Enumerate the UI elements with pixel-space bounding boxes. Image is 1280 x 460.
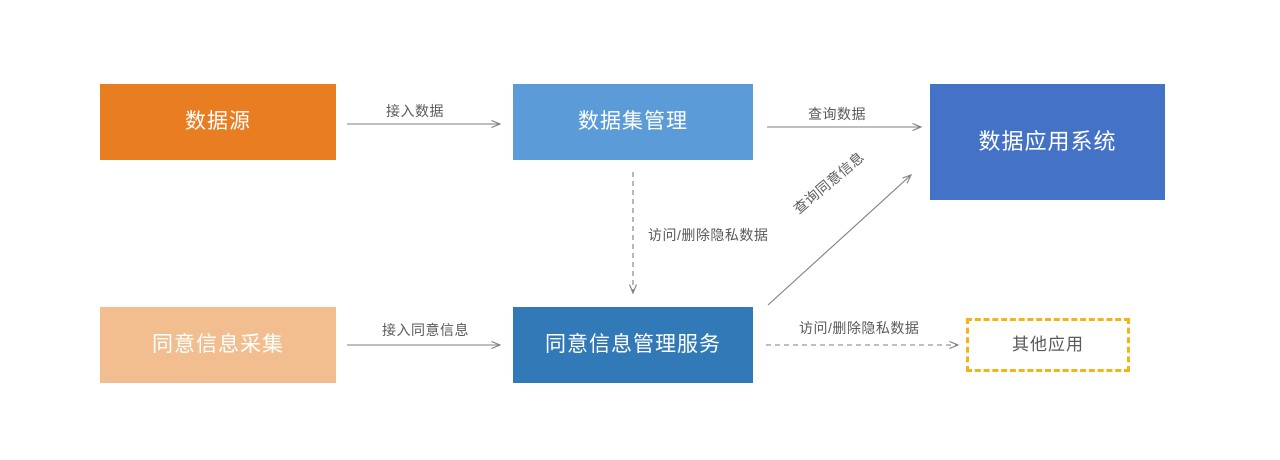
node-data-app-system[interactable]: 数据应用系统 (930, 84, 1165, 200)
node-consent-service[interactable]: 同意信息管理服务 (513, 307, 753, 383)
edge-label-access-delete-private-data-top: 访问/删除隐私数据 (648, 227, 769, 243)
edge-label-access-delete-private-data-bottom: 访问/删除隐私数据 (799, 320, 920, 336)
edge-label-ingest-data: 接入数据 (386, 103, 444, 119)
node-data-source[interactable]: 数据源 (100, 84, 336, 160)
edge-label-ingest-consent-info: 接入同意信息 (382, 322, 469, 338)
node-other-apps[interactable]: 其他应用 (966, 318, 1130, 372)
node-dataset-mgmt[interactable]: 数据集管理 (513, 84, 753, 160)
edge-query-consent-arrow (767, 174, 913, 306)
edge-label-query-data: 查询数据 (808, 106, 866, 122)
node-consent-collect[interactable]: 同意信息采集 (100, 307, 336, 383)
